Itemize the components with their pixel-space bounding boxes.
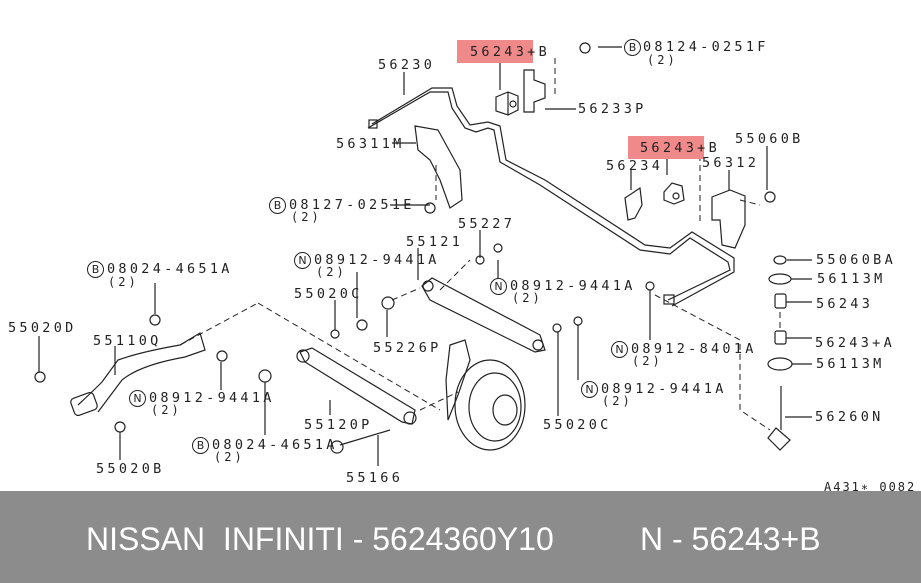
part-label-55060b[interactable]: 55060B <box>735 131 804 147</box>
bolt-symbol-icon: B <box>192 437 209 454</box>
part-label-08912-8401a[interactable]: 08912-8401A <box>631 341 757 357</box>
footer-part-number: N - 56243+B <box>640 521 821 557</box>
link-55121 <box>421 277 546 353</box>
quantity: (2) <box>108 275 139 289</box>
footer-bar: NISSAN INFINITI - 5624360Y10 N - 56243+B <box>0 491 921 583</box>
part-label-08912-9441a[interactable]: 08912-9441A <box>601 381 727 397</box>
part-label-55110q[interactable]: 55110Q <box>93 333 162 349</box>
part-label-56311m[interactable]: 56311M <box>336 136 405 152</box>
bolt-symbol-icon: B <box>269 197 286 214</box>
quantity: (2) <box>512 291 543 305</box>
highlight-box <box>628 136 704 159</box>
part-label-55020d[interactable]: 55020D <box>8 320 77 336</box>
part-label-56234[interactable]: 56234 <box>606 158 664 174</box>
brake-drum <box>454 359 526 451</box>
part-label-08912-9441a[interactable]: 08912-9441A <box>510 278 636 294</box>
nut-symbol-icon: N <box>581 381 598 398</box>
footer-title: NISSAN INFINITI - 5624360Y10 <box>86 521 554 557</box>
quantity: (2) <box>647 53 678 67</box>
part-label-56113m[interactable]: 56113M <box>817 271 886 287</box>
part-label-08127-0251e[interactable]: 08127-0251E <box>289 197 415 213</box>
part-label-55120p[interactable]: 55120P <box>304 417 373 433</box>
quantity: (2) <box>316 265 347 279</box>
part-label-55226p[interactable]: 55226P <box>373 340 442 356</box>
quantity: (2) <box>291 210 322 224</box>
diagram-drawing <box>34 42 812 466</box>
part-label-55121[interactable]: 55121 <box>406 234 464 250</box>
part-label-08912-9441a[interactable]: 08912-9441A <box>314 252 440 268</box>
part-label-55020c[interactable]: 55020C <box>543 417 612 433</box>
part-label-56260n[interactable]: 56260N <box>815 409 884 425</box>
part-label-56243b[interactable]: 56243+B <box>640 140 720 156</box>
parts-diagram: 56243+B 56243+B B 08124-0251F (2) 56230 … <box>8 39 917 494</box>
stabilizer-bar <box>367 87 735 307</box>
quantity: (2) <box>602 394 633 408</box>
clamp-lower <box>624 186 643 221</box>
part-label-08024-4651a[interactable]: 08024-4651A <box>212 437 338 453</box>
bolt-symbol-icon: B <box>87 261 104 278</box>
dashed-lines <box>179 58 781 431</box>
part-label-56233p[interactable]: 56233P <box>578 101 647 117</box>
part-label-56243a[interactable]: 56243+A <box>815 335 895 351</box>
part-label-56230[interactable]: 56230 <box>378 57 436 73</box>
part-label-56243b[interactable]: 56243+B <box>470 44 550 60</box>
quantity: (2) <box>632 354 663 368</box>
part-label-56312[interactable]: 56312 <box>702 155 760 171</box>
nut-symbol-icon: N <box>611 341 628 358</box>
part-label-08024-4651a[interactable]: 08024-4651A <box>107 261 233 277</box>
diagram-reference-code: A431∗ 0082 <box>824 480 917 494</box>
nut-symbol-icon: N <box>294 252 311 269</box>
bushing-lower <box>663 182 685 205</box>
highlight-box <box>457 40 533 63</box>
quantity: (2) <box>214 450 245 464</box>
bracket-56311m <box>414 125 463 209</box>
part-label-55166[interactable]: 55166 <box>346 470 404 486</box>
part-label-56113m[interactable]: 56113M <box>816 356 885 372</box>
nut-symbol-icon: N <box>490 278 507 295</box>
part-label-55020c[interactable]: 55020C <box>294 286 363 302</box>
stabilizer-link <box>767 386 791 451</box>
link-55120p <box>299 347 416 425</box>
part-label-55227[interactable]: 55227 <box>458 216 516 232</box>
part-label-56243[interactable]: 56243 <box>816 296 874 312</box>
link-55110q <box>77 332 206 413</box>
leader-lines <box>38 46 812 466</box>
nut-symbol-icon: N <box>129 390 146 407</box>
quantity: (2) <box>151 403 182 417</box>
part-label-08124-0251f[interactable]: 08124-0251F <box>643 39 769 55</box>
bolt-symbol-icon: B <box>624 39 641 56</box>
bracket-56312 <box>711 189 746 249</box>
part-label-55020b[interactable]: 55020B <box>96 461 165 477</box>
part-label-55060ba[interactable]: 55060BA <box>816 252 896 268</box>
clamp-upper <box>523 69 546 113</box>
bushing-upper <box>495 91 519 116</box>
part-label-08912-9441a[interactable]: 08912-9441A <box>149 390 275 406</box>
